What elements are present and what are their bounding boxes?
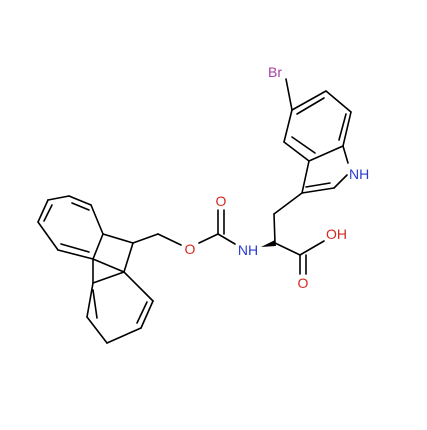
bond (274, 242, 301, 256)
bond (86, 316, 108, 344)
bond (198, 233, 219, 244)
bond (308, 145, 344, 162)
bond (92, 233, 104, 260)
bond (37, 199, 49, 223)
amino-acid-backbone (261, 192, 325, 275)
bond (342, 111, 352, 147)
bond (273, 192, 303, 215)
bond (325, 90, 352, 113)
bromoindole-group (283, 78, 352, 194)
bond (136, 301, 148, 324)
bond (132, 233, 159, 244)
bond (333, 174, 348, 189)
bond (60, 243, 90, 253)
bond (71, 202, 90, 211)
carbamate-carbonyl-oxygen-label: O (216, 193, 227, 209)
bond (291, 136, 316, 154)
bond (283, 141, 310, 162)
bond (102, 233, 134, 244)
wedge-bond (261, 240, 276, 247)
acid-carbonyl-oxygen-label: O (298, 275, 309, 291)
bond (68, 195, 92, 206)
bond (140, 300, 154, 329)
bond (106, 327, 142, 344)
bond (296, 97, 325, 115)
bond (299, 240, 325, 256)
bond (157, 233, 182, 246)
bond (57, 249, 94, 260)
acid-oh-label: OH (326, 226, 347, 242)
carbamate-ester-oxygen-label: O (185, 241, 196, 257)
bond (92, 289, 98, 319)
bond (47, 195, 70, 201)
bond (283, 109, 293, 143)
bond (273, 213, 276, 244)
bond (285, 78, 293, 111)
bond (342, 145, 349, 164)
bromine-label: Br (268, 64, 282, 80)
bond (90, 204, 104, 235)
bond (92, 271, 125, 284)
bond (291, 90, 327, 111)
bond (301, 187, 335, 194)
bond (86, 282, 94, 318)
bond (123, 271, 154, 302)
bond (43, 204, 53, 222)
bond (217, 233, 236, 245)
bond (123, 242, 134, 273)
carbamate-group (132, 209, 236, 246)
bond (305, 182, 331, 188)
amide-nh-label: NH (238, 242, 258, 258)
bond (301, 160, 310, 194)
bond (37, 221, 59, 251)
fluorene-group (37, 195, 154, 344)
indole-nh-label: NH (349, 166, 369, 182)
bond (92, 258, 125, 273)
bond (338, 113, 347, 141)
